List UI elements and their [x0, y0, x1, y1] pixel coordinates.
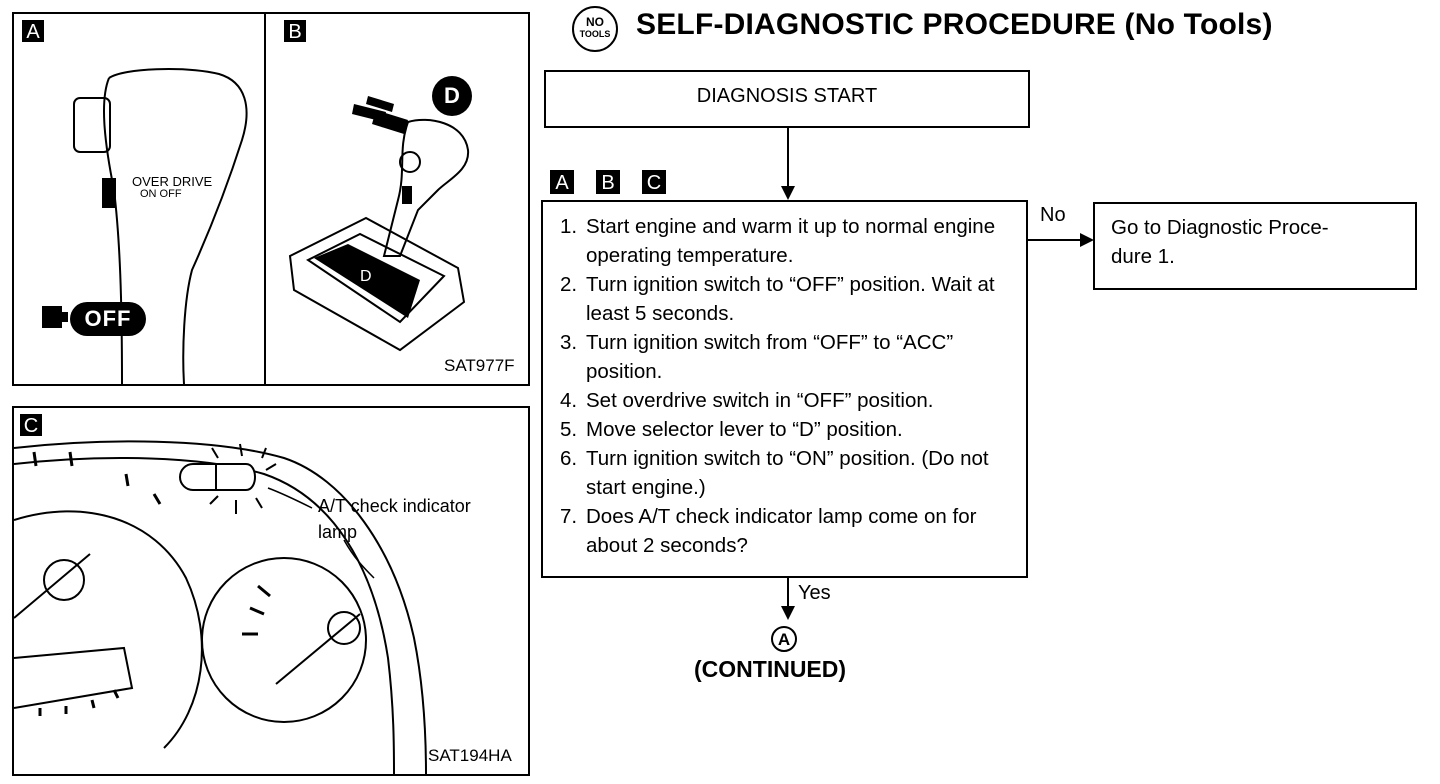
step-number: 1. — [560, 215, 578, 238]
panel-divider — [264, 12, 266, 386]
no-target-line1: Go to Diagnostic Proce- — [1111, 216, 1329, 239]
off-label: OFF — [84, 306, 132, 331]
step-text: Set overdrive switch in “OFF” position. — [586, 389, 934, 412]
step-item: 7. Does A/T check indicator lamp come on … — [560, 502, 1030, 560]
badge-top-text: NO — [586, 15, 604, 29]
lamp-label-line1: A/T check indicator — [318, 496, 471, 516]
diagnosis-start-label: DIAGNOSIS START — [696, 85, 878, 107]
step-number: 4. — [560, 389, 578, 412]
step-item: 6. Turn ignition switch to “ON” position.… — [560, 444, 1030, 502]
step-item: 4. Set overdrive switch in “OFF” position… — [560, 386, 1030, 415]
step-text: Turn ignition switch from “OFF” to “ACC”… — [586, 331, 954, 383]
step-text: Turn ignition switch to “OFF” position. … — [586, 273, 995, 325]
arrow-start-to-steps — [781, 128, 795, 200]
flow-tag-c: C — [642, 170, 666, 194]
arrow-no-branch — [1028, 233, 1094, 247]
badge-bottom-text: TOOLS — [579, 29, 611, 39]
figure-code-top: SAT977F — [444, 356, 515, 375]
selector-lever-illustration — [288, 96, 470, 352]
step-number: 2. — [560, 273, 578, 296]
step-item: 3. Turn ignition switch from “OFF” to “AC… — [560, 328, 1030, 386]
lamp-label-line2: lamp — [318, 522, 358, 542]
connector-circle: A — [771, 626, 797, 652]
diagnosis-start-box: DIAGNOSIS START — [544, 70, 1030, 128]
knob-label-on-off: ON OFF — [140, 188, 182, 200]
step-item: 2. Turn ignition switch to “OFF” position… — [560, 270, 1030, 328]
flow-tag-b: B — [596, 170, 620, 194]
step-number: 3. — [560, 331, 578, 354]
step-text: Move selector lever to “D” position. — [586, 418, 903, 441]
flow-tag-a: A — [550, 170, 574, 194]
no-label: No — [1040, 204, 1066, 226]
step-text: Turn ignition switch to “ON” position. (… — [586, 447, 989, 499]
no-target-line2: dure 1. — [1111, 245, 1175, 268]
figure-code-bottom: SAT194HA — [428, 746, 512, 765]
procedure-steps-list: 1. Start engine and warm it up to normal … — [560, 212, 1030, 560]
step-number: 6. — [560, 447, 578, 470]
continued-label: (CONTINUED) — [694, 656, 847, 682]
arrow-yes-branch — [781, 578, 795, 620]
instrument-cluster-illustration — [14, 440, 427, 774]
panel-a-tag: A — [22, 20, 44, 43]
page-title: SELF-DIAGNOSTIC PROCEDURE (No Tools) — [636, 8, 1273, 41]
step-text: Start engine and warm it up to normal en… — [586, 215, 996, 267]
knob-label-overdrive: OVER DRIVE — [132, 174, 213, 189]
step-text: Does A/T check indicator lamp come on fo… — [586, 505, 977, 557]
step-item: 1. Start engine and warm it up to normal … — [560, 212, 1030, 270]
panel-b-tag: B — [284, 20, 306, 43]
panel-c-tag: C — [20, 414, 42, 437]
off-button-illustration — [70, 302, 146, 336]
step-number: 5. — [560, 418, 578, 441]
gate-d-label: D — [360, 268, 372, 285]
step-number: 7. — [560, 505, 578, 528]
yes-label: Yes — [798, 582, 831, 604]
procedure-steps-box — [541, 200, 1028, 578]
step-item: 5. Move selector lever to “D” position. — [560, 415, 1030, 444]
d-position-circle: D — [432, 76, 472, 116]
no-tools-badge: NO TOOLS — [572, 6, 618, 52]
shift-knob-illustration — [42, 68, 248, 384]
no-target-box: Go to Diagnostic Proce- dure 1. — [1093, 202, 1417, 290]
